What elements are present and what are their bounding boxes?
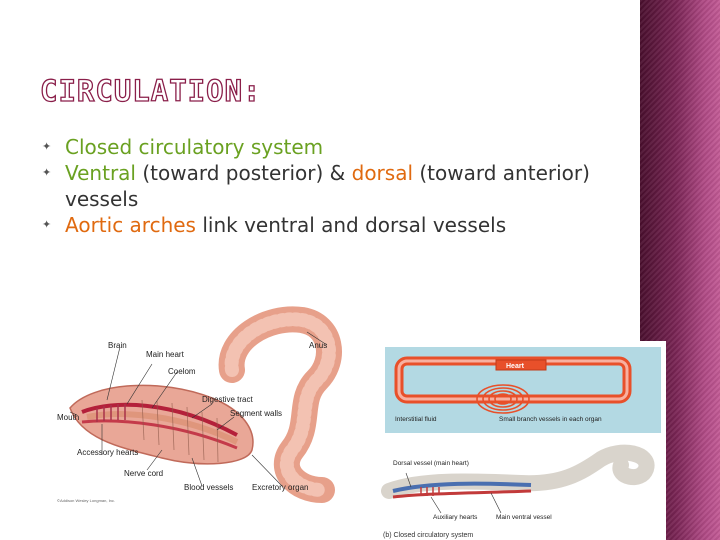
label-interstitial-fluid: Interstitial fluid xyxy=(395,416,437,423)
label-segment-walls: Segment walls xyxy=(230,409,282,418)
bullet-text-ventral: Ventral xyxy=(65,161,136,185)
earthworm-anatomy-figure: Brain Main heart Coelom Anus Digestive t… xyxy=(52,300,382,505)
bullet-text-dorsal: dorsal xyxy=(352,161,413,185)
bullet-text: (toward posterior) & xyxy=(136,161,352,185)
label-digestive-tract: Digestive tract xyxy=(202,395,253,404)
label-accessory-hearts: Accessory hearts xyxy=(77,448,138,457)
figure-caption: (b) Closed circulatory system xyxy=(383,532,473,539)
copyright-text: ©Addison Wesley Longman, Inc. xyxy=(57,498,115,503)
label-mouth: Mouth xyxy=(57,413,79,422)
bullet-icon: ✦ xyxy=(42,134,51,160)
label-blood-vessels: Blood vessels xyxy=(184,483,233,492)
label-small-branch-vessels: Small branch vessels in each organ xyxy=(499,416,602,423)
label-main-heart: Main heart xyxy=(146,350,185,359)
label-main-ventral-vessel: Main ventral vessel xyxy=(496,514,552,521)
label-auxiliary-hearts: Auxiliary hearts xyxy=(433,514,478,521)
label-dorsal-vessel: Dorsal vessel (main heart) xyxy=(393,460,469,467)
bullet-text: Closed circulatory system xyxy=(65,135,323,159)
label-brain: Brain xyxy=(108,341,127,350)
bullet-item: ✦ Aortic arches link ventral and dorsal … xyxy=(40,212,610,238)
label-coelom: Coelom xyxy=(168,367,196,376)
bullet-item: ✦ Closed circulatory system xyxy=(40,134,610,160)
closed-circulatory-system-figure: Heart Interstitial fluid Small branch ve… xyxy=(381,341,666,540)
bullet-item: ✦ Ventral (toward posterior) & dorsal (t… xyxy=(40,160,610,212)
bullet-icon: ✦ xyxy=(42,160,51,186)
bullet-icon: ✦ xyxy=(42,212,51,238)
bullet-list: ✦ Closed circulatory system ✦ Ventral (t… xyxy=(40,134,610,238)
slide-title: CIRCULATION: xyxy=(40,74,262,108)
label-nerve-cord: Nerve cord xyxy=(124,469,163,478)
bullet-text: link ventral and dorsal vessels xyxy=(196,213,506,237)
label-heart: Heart xyxy=(506,363,525,370)
label-anus: Anus xyxy=(309,341,327,350)
label-excretory-organ: Excretory organ xyxy=(252,483,308,492)
bullet-text-aortic: Aortic arches xyxy=(65,213,196,237)
